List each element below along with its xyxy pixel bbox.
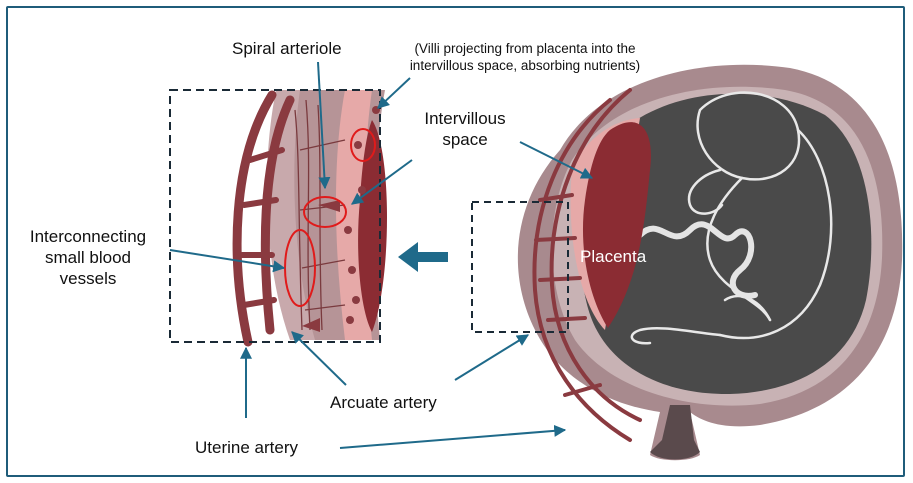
interconnecting-label-line1: Interconnecting (14, 226, 162, 247)
zoomed-section (237, 90, 387, 342)
uterine-artery-label: Uterine artery (195, 437, 298, 458)
interconnecting-label-line2: small blood (14, 247, 162, 268)
pointer-arcuate-uterus (455, 335, 528, 380)
arcuate-artery-label: Arcuate artery (330, 392, 437, 413)
villi-label-line1: (Villi projecting from placenta into the (390, 40, 660, 57)
interconnecting-vessels-label: Interconnecting small blood vessels (14, 226, 162, 289)
villi-label: (Villi projecting from placenta into the… (390, 40, 660, 74)
intervillous-label-line1: Intervillous (410, 108, 520, 129)
interconnecting-label-line3: vessels (14, 268, 162, 289)
spiral-arteriole-label: Spiral arteriole (232, 38, 342, 59)
zoom-arrow (398, 242, 448, 272)
uterus-illustration (518, 65, 902, 461)
placenta-label: Placenta (580, 246, 646, 267)
intervillous-label-line2: space (410, 129, 520, 150)
pointer-uterine-uterus (340, 430, 565, 448)
intervillous-space-label: Intervillous space (410, 108, 520, 150)
villi-label-line2: intervillous space, absorbing nutrients) (390, 57, 660, 74)
